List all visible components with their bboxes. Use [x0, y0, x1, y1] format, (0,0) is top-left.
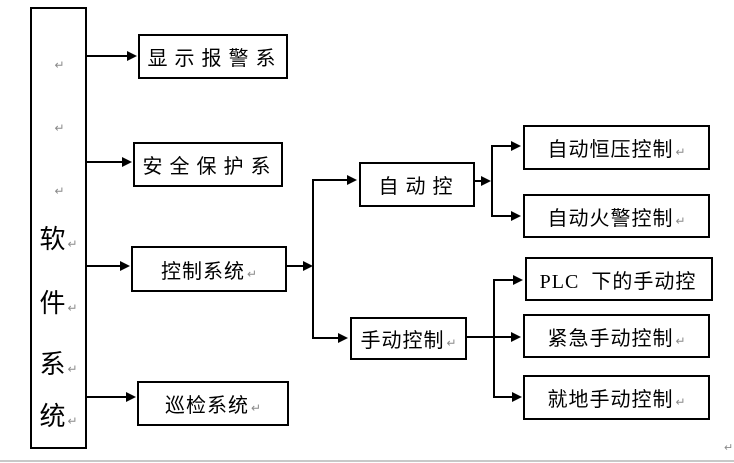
arrowhead-icon [126, 392, 136, 402]
paragraph-mark-icon: ↵ [675, 395, 686, 409]
root-row: 统↵ [32, 397, 85, 431]
paragraph-mark-icon: ↵ [54, 184, 65, 198]
paragraph-mark-icon: ↵ [67, 236, 78, 251]
arrowhead-icon [511, 211, 521, 221]
paragraph-mark-icon: ↵ [675, 333, 686, 348]
root-row: 件↵ [32, 284, 85, 318]
root-row: ↵ [32, 107, 85, 141]
node-auto-constant-pressure-control: 自动恒压控制↵ [523, 125, 710, 170]
node-label: 显 示 报 警 系 [147, 48, 277, 70]
arrowhead-icon [513, 275, 523, 285]
connector-to-plc-manual [495, 279, 513, 281]
paragraph-mark-icon: ↵ [675, 213, 686, 228]
node-label: 紧急手动控制 [547, 327, 674, 350]
arrowhead-icon [122, 157, 132, 167]
node-display-alarm-system: 显 示 报 警 系 [138, 34, 288, 79]
node-auto-control: 自 动 控 [359, 162, 475, 207]
connector-root-to-display-alarm [87, 55, 127, 57]
connector-to-manual-control [314, 337, 338, 339]
arrowhead-icon [303, 261, 313, 271]
node-auto-fire-alarm-control: 自动火警控制↵ [523, 194, 710, 238]
arrowhead-icon [127, 51, 137, 61]
arrowhead-icon [511, 141, 521, 151]
node-plc-manual-control: PLC 下的手动控 [525, 257, 713, 301]
paragraph-mark-icon: ↵ [67, 413, 78, 428]
node-label: 自 动 控 [378, 176, 454, 198]
paragraph-mark-icon: ↵ [67, 361, 78, 376]
paragraph-mark-icon: ↵ [446, 336, 457, 350]
arrowhead-icon [511, 332, 521, 342]
page-bottom-edge [0, 460, 734, 462]
connector-root-to-inspection-system [87, 396, 126, 398]
root-row: ↵ [32, 44, 85, 78]
node-safety-protection-system: 安 全 保 护 系 [133, 142, 283, 187]
arrowhead-icon [338, 333, 348, 343]
connector-to-auto-fire-alarm [493, 215, 511, 217]
node-label: 就地手动控制 [547, 389, 674, 411]
node-label: PLC 下的手动控 [539, 270, 697, 293]
arrowhead-icon [512, 392, 522, 402]
arrowhead-icon [120, 261, 130, 271]
root-char: 件 [39, 288, 66, 318]
connector-control-system-out [287, 265, 303, 267]
node-inspection-system: 巡检系统↵ [137, 381, 289, 426]
node-label: 手动控制 [360, 330, 445, 352]
branch-line-auto-control [491, 145, 493, 217]
paragraph-mark-icon: ↵ [54, 121, 65, 135]
node-control-system: 控制系统↵ [131, 246, 287, 292]
paragraph-mark-icon: ↵ [724, 442, 734, 454]
root-row: ↵ [32, 170, 85, 204]
root-row: 系↵ [32, 345, 85, 379]
connector-to-auto-constant-pressure [493, 145, 511, 147]
branch-line-control-system [312, 179, 314, 339]
node-software-system: ↵ ↵ ↵ 软↵ 件↵ 系↵ 统↵ [30, 7, 87, 449]
connector-root-to-safety-protection [87, 161, 122, 163]
node-label: 控制系统 [160, 260, 245, 283]
node-label: 自动火警控制 [547, 207, 674, 230]
connector-to-local-manual [495, 396, 512, 398]
branch-line-manual-control [493, 279, 495, 398]
root-char: 软 [39, 224, 66, 254]
root-row: 软↵ [32, 220, 85, 254]
arrowhead-icon [481, 176, 491, 186]
node-local-manual-control: 就地手动控制↵ [523, 375, 710, 420]
paragraph-mark-icon: ↵ [246, 266, 258, 281]
connector-root-to-control-system [87, 265, 120, 267]
node-emergency-manual-control: 紧急手动控制↵ [523, 314, 710, 358]
root-char: 系 [39, 349, 66, 379]
paragraph-mark-icon: ↵ [250, 401, 262, 415]
arrowhead-icon [347, 175, 357, 185]
paragraph-mark-icon: ↵ [67, 300, 78, 315]
paragraph-mark-icon: ↵ [54, 58, 65, 72]
connector-to-auto-control [314, 179, 347, 181]
paragraph-mark-icon: ↵ [675, 145, 686, 159]
node-label: 巡检系统 [164, 395, 249, 417]
node-label: 自动恒压控制 [547, 139, 674, 161]
connector-to-emergency-manual [495, 336, 511, 338]
node-manual-control: 手动控制↵ [350, 317, 467, 360]
connector-auto-control-out [475, 180, 481, 182]
node-label: 安 全 保 护 系 [142, 156, 272, 178]
connector-manual-control-out [467, 336, 495, 338]
root-char: 统 [39, 401, 66, 431]
